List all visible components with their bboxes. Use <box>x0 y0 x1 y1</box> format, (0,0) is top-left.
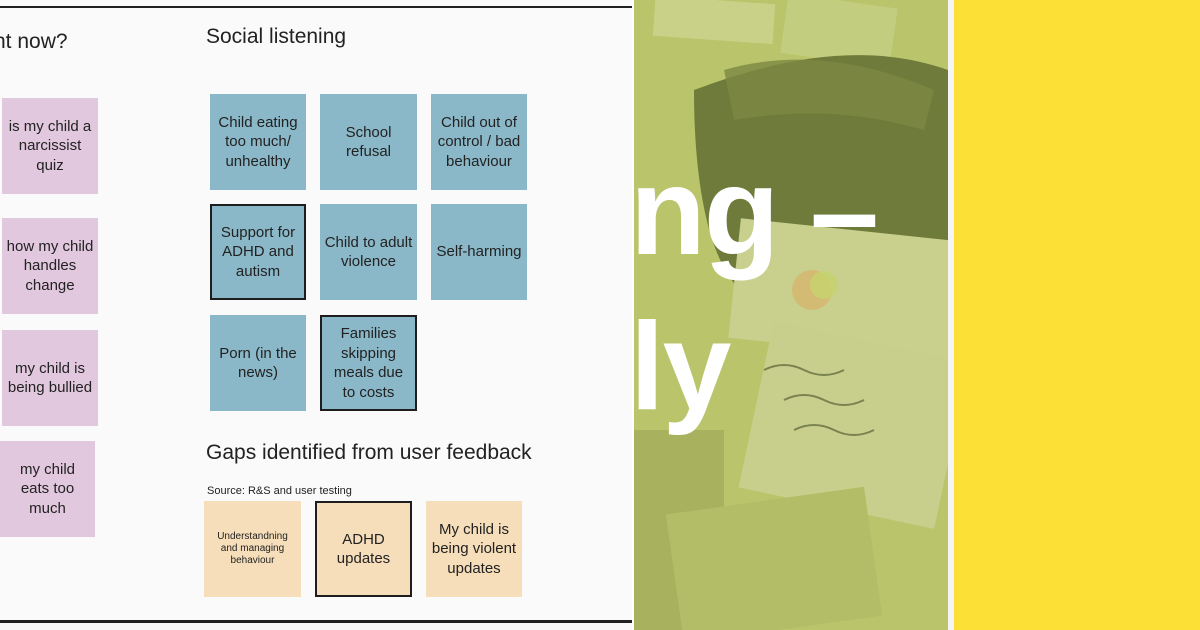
note-text: Self-harming <box>436 243 522 261</box>
note-text: my child is being bullied <box>7 359 93 397</box>
sticky-note-blue: Self-harming <box>431 204 527 300</box>
sticky-note-blue: School refusal <box>320 94 417 190</box>
sticky-note-blue-highlighted: Families skipping meals due to costs <box>320 315 417 411</box>
social-listening-heading: Social listening <box>206 25 347 48</box>
note-text: Understandning and managing behaviour <box>217 531 288 566</box>
note-text: Child to adult violence <box>324 233 413 271</box>
overlay-heading-line2: ly <box>634 298 731 436</box>
sticky-note-pink: how my child handles change <box>2 218 98 314</box>
note-text: Child eating too much/ unhealthy <box>218 113 298 170</box>
overlay-heading-line1: ng – <box>634 143 879 281</box>
sticky-note-peach: My child is being violent updates <box>426 501 522 597</box>
panel-divider <box>948 0 954 630</box>
sticky-note-peach: Understandning and managing behaviour <box>204 501 301 597</box>
sticky-note-pink: my child eats too much <box>0 441 95 537</box>
note-text: my child eats too much <box>19 460 75 517</box>
sticky-note-peach-highlighted: ADHD updates <box>315 501 412 597</box>
note-text: My child is being violent updates <box>431 520 517 577</box>
sticky-note-blue: Child out of control / bad behaviour <box>431 94 527 190</box>
board-top-border <box>0 6 632 8</box>
note-text: School refusal <box>345 123 392 161</box>
note-text: Support for ADHD and autism <box>220 223 296 280</box>
note-text: is my child a narcissist quiz <box>8 117 92 174</box>
yellow-panel <box>954 0 1200 630</box>
note-text: Porn (in the news) <box>219 344 297 382</box>
source-label: Source: R&S and user testing <box>207 485 352 497</box>
partial-heading: nt now? <box>0 30 68 53</box>
note-text: Families skipping meals due to costs <box>333 325 404 401</box>
sticky-note-pink: is my child a narcissist quiz <box>2 98 98 194</box>
sticky-note-blue: Child eating too much/ unhealthy <box>210 94 306 190</box>
note-text: Child out of control / bad behaviour <box>437 113 521 170</box>
gaps-heading: Gaps identified from user feedback <box>206 441 532 464</box>
note-text: how my child handles change <box>6 237 94 294</box>
note-text: ADHD updates <box>336 530 391 568</box>
sticky-note-blue-highlighted: Support for ADHD and autism <box>210 204 306 300</box>
board-bottom-border <box>0 620 632 623</box>
photo-background-shapes <box>634 0 948 630</box>
whiteboard-panel: nt now? Social listening is my child a n… <box>0 6 632 623</box>
tinted-workshop-photo: ng – ly <box>634 0 948 630</box>
sticky-note-blue: Child to adult violence <box>320 204 417 300</box>
sticky-note-blue: Porn (in the news) <box>210 315 306 411</box>
sticky-note-pink: my child is being bullied <box>2 330 98 426</box>
